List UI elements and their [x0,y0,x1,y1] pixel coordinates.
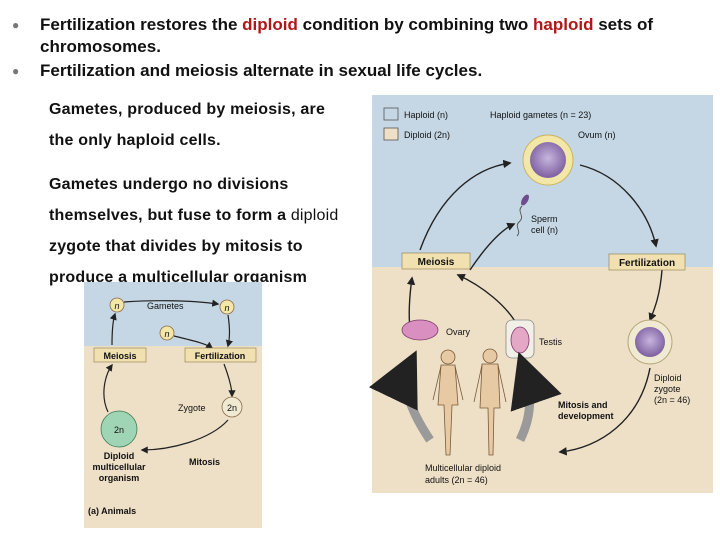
bullet-text-2: Fertilization and meiosis alternate in s… [40,61,483,80]
female-figure [432,349,464,456]
animal-life-cycle-diagram: n Gametes n n Meiosis Fertilization Zygo… [84,282,262,528]
left-zygote-2n: 2n [227,403,237,413]
testis-label: Testis [539,337,563,347]
bullet-1-part-3: sets of [593,15,654,34]
bullet-dot: ● [12,18,20,32]
left-organism-2n: 2n [114,425,124,435]
fertilization-label: Fertilization [619,258,675,269]
diploid-region [372,267,713,493]
zygote-nucleus [635,327,665,357]
left-meiosis-label: Meiosis [103,351,136,361]
legend-haploid-label: Haploid (n) [404,110,448,120]
left-organism-to-meiosis-arrow [103,363,113,413]
testis-organ-frame [505,319,535,359]
gamete-n-1: n [114,301,119,311]
left-gamete-merge-arrow [173,335,214,349]
bullet-item-1: ● Fertilization restores the diploid con… [10,14,710,58]
paragraph-fusion: Gametes undergo no divisions themselves,… [49,169,338,293]
female-to-ovary-arrow [368,350,434,443]
bullet-dot: ● [12,64,20,78]
male-to-testis-arrow [510,351,562,443]
left-meiosis-box [93,347,147,363]
ovum-label: Ovum (n) [578,130,616,140]
left-zygote-cell [221,396,243,418]
testis-organ [510,326,530,354]
left-organism-label-2: multicellular [92,462,146,472]
zygote-label-3: (2n = 46) [654,395,690,405]
paragraph-2-line-1: Gametes undergo no divisions [49,176,289,193]
paragraph-gametes: Gametes, produced by meiosis, are the on… [49,94,325,156]
bullet-list: ● Fertilization restores the diploid con… [10,14,710,84]
ovum-nucleus [530,142,566,178]
ovary-label: Ovary [446,327,471,337]
paragraph-2-line-2: themselves, but fuse to form a diploid [49,200,338,231]
gamete-n-2: n [224,303,229,313]
sperm-cell [516,194,529,237]
left-fertilization-label: Fertilization [195,351,246,361]
meiosis-label: Meiosis [418,257,455,268]
gamete-n-3: n [164,329,169,339]
ovary-organ [401,319,439,341]
haploid-region [372,95,713,267]
human-life-cycle-diagram: Haploid (n) Diploid (2n) Haploid gametes… [368,95,713,493]
zygote-label-1: Diploid [654,373,682,383]
legend-haploid-swatch [383,107,399,121]
zygote-cell [627,319,673,365]
sperm-label-2: cell (n) [531,225,558,235]
adults-label-1: Multicellular diploid [425,463,501,473]
left-diploid-region [84,346,262,528]
bullet-1-line-2: chromosomes. [40,37,161,56]
legend-diploid-label: Diploid (2n) [404,130,450,140]
paragraph-1-line-2: the only haploid cells. [49,132,221,149]
bullet-1-part-2: condition by combining two [297,15,534,34]
paragraph-1-line-1: Gametes, produced by meiosis, are [49,101,326,118]
highlight-diploid: diploid [242,15,298,34]
bullet-text-1: Fertilization restores the diploid condi… [40,14,653,58]
gamete-cell-1 [109,297,125,313]
legend-diploid-swatch [383,127,399,141]
left-gametes-label: Gametes [147,301,184,311]
left-organism-label-3: organism [99,473,140,483]
left-fertilization-box [184,347,257,363]
left-fertilization-to-zygote-arrow [223,363,236,398]
testis-to-meiosis-arrow [456,273,521,331]
sperm-label-1: Sperm [531,214,558,224]
left-caption: (a) Animals [88,506,136,516]
left-gamete-down-arrow [225,314,233,348]
male-figure [473,348,507,456]
gamete-cell-3 [159,325,175,341]
meiosis-to-sperm-arrow [469,222,516,271]
adults-label-2: adults (2n = 46) [425,475,488,485]
left-mitosis-label: Mitosis [189,457,220,467]
gamete-cell-2 [219,299,235,315]
left-organism-label-1: Diploid [104,451,135,461]
ovum-cell [522,134,574,186]
paragraph-2-line-4: produce a multicellular organism [49,269,308,286]
mitosis-label-1: Mitosis and [558,400,608,410]
fertilization-label-box [608,253,686,271]
bullet-1-part-1: Fertilization restores the [40,15,243,34]
paragraph-2-diploid: diploid [290,207,339,224]
zygote-to-adults-arrow [558,367,651,456]
left-zygote-label: Zygote [178,403,206,413]
ovary-to-meiosis-arrow [406,276,416,331]
zygote-label-2: zygote [654,384,681,394]
mitosis-label-2: development [558,411,614,421]
paragraph-2-line-2a: themselves, but fuse to form a [49,207,291,224]
left-meiosis-up-arrow [109,312,117,346]
highlight-haploid: haploid [533,15,594,34]
meiosis-label-box [401,252,471,270]
paragraph-2-line-3: zygote that divides by mitosis to [49,238,303,255]
haploid-gametes-label: Haploid gametes (n = 23) [490,110,591,120]
left-mitosis-arrow [140,419,229,454]
left-gamete-arrow [123,299,220,307]
fertilization-to-zygote-arrow [648,269,663,322]
left-organism-cell [100,410,138,448]
ovum-to-fertilization-arrow [579,164,659,248]
meiosis-to-ovum-arrow [419,159,512,251]
bullet-item-2: ● Fertilization and meiosis alternate in… [10,60,710,82]
